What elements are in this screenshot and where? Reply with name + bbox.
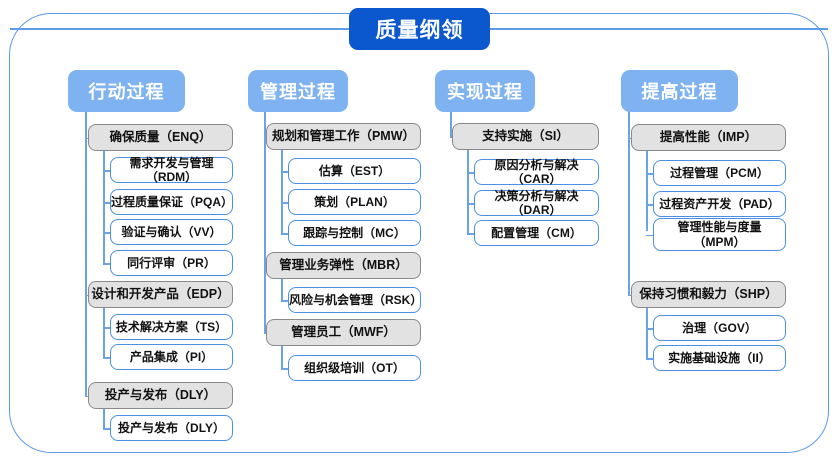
leaf-box-4-1-2[interactable]: 过程资产开发（PAD） <box>653 191 786 217</box>
leaf-box-2-1-2[interactable]: 策划（PLAN） <box>288 189 421 215</box>
trunk-line-col-3 <box>450 112 452 137</box>
connector-group-4-1 <box>628 137 631 140</box>
connector-leaf-4-2-2 <box>646 358 653 360</box>
connector-group-2-2 <box>264 265 266 268</box>
connector-leaf-4-2-1 <box>646 328 653 330</box>
connector-group-3-1 <box>450 136 452 139</box>
leaf-box-2-1-1[interactable]: 估算（EST） <box>288 158 421 184</box>
connector-leaf-1-1-1 <box>103 170 110 172</box>
sub-trunk-line-2-3 <box>281 346 283 368</box>
connector-leaf-3-1-2 <box>467 203 474 205</box>
leaf-box-1-1-3[interactable]: 验证与确认（VV） <box>110 219 233 245</box>
connector-leaf-3-1-1 <box>467 172 474 174</box>
sub-trunk-line-1-2 <box>103 308 105 357</box>
leaf-box-3-1-3[interactable]: 配置管理（CM） <box>474 220 599 246</box>
leaf-box-2-2-1[interactable]: 风险与机会管理（RSK） <box>288 287 422 313</box>
column-header-2[interactable]: 管理过程 <box>248 70 348 112</box>
group-box-2-1[interactable]: 规划和管理工作（PMW） <box>266 123 421 150</box>
leaf-box-1-3-1[interactable]: 投产与发布（DLY） <box>110 415 233 441</box>
leaf-box-4-1-3[interactable]: 管理性能与度量 （MPM） <box>653 218 786 251</box>
connector-leaf-1-2-2 <box>103 357 110 359</box>
leaf-box-2-1-3[interactable]: 跟踪与控制（MC） <box>288 220 421 246</box>
connector-leaf-2-1-3 <box>281 233 288 235</box>
group-box-1-1[interactable]: 确保质量（ENQ） <box>88 124 233 151</box>
group-box-4-2[interactable]: 保持习惯和毅力（SHP） <box>631 281 786 308</box>
connector-leaf-1-1-4 <box>103 263 110 265</box>
column-header-1[interactable]: 行动过程 <box>68 70 185 112</box>
connector-group-2-1 <box>264 136 266 139</box>
connector-leaf-2-2-1 <box>281 300 288 302</box>
leaf-box-1-2-2[interactable]: 产品集成（PI） <box>110 344 233 370</box>
connector-group-2-3 <box>264 332 266 335</box>
leaf-box-1-1-1[interactable]: 需求开发与管理（RDM） <box>110 156 233 184</box>
connector-leaf-1-3-1 <box>103 428 110 430</box>
connector-leaf-1-1-2 <box>103 202 110 204</box>
column-header-3[interactable]: 实现过程 <box>435 70 535 112</box>
group-box-3-1[interactable]: 支持实施（SI） <box>452 123 599 150</box>
connector-leaf-4-1-1 <box>646 173 653 175</box>
root-title: 质量纲领 <box>349 8 490 50</box>
trunk-line-col-4 <box>628 112 630 295</box>
leaf-box-1-2-1[interactable]: 技术解决方案（TS） <box>110 314 233 340</box>
column-header-4[interactable]: 提高过程 <box>621 70 738 112</box>
sub-trunk-line-1-1 <box>103 151 105 263</box>
leaf-box-4-2-1[interactable]: 治理（GOV） <box>653 315 786 341</box>
group-box-1-3[interactable]: 投产与发布（DLY） <box>88 382 233 409</box>
connector-group-1-1 <box>85 137 88 140</box>
connector-group-1-2 <box>85 294 88 297</box>
connector-group-1-3 <box>85 395 88 398</box>
connector-group-4-2 <box>628 294 631 297</box>
group-box-2-3[interactable]: 管理员工（MWF） <box>266 319 421 346</box>
leaf-box-4-1-1[interactable]: 过程管理（PCM） <box>653 160 786 186</box>
connector-leaf-4-1-2 <box>646 204 653 206</box>
connector-leaf-2-1-1 <box>281 171 288 173</box>
leaf-box-2-3-1[interactable]: 组织级培训（OT） <box>288 355 421 381</box>
connector-leaf-4-1-3 <box>646 234 653 237</box>
trunk-line-col-1 <box>85 112 87 396</box>
group-box-1-2[interactable]: 设计和开发产品（EDP） <box>88 281 233 308</box>
connector-leaf-2-1-2 <box>281 202 288 204</box>
sub-trunk-line-2-1 <box>281 150 283 233</box>
connector-leaf-2-3-1 <box>281 368 288 370</box>
group-box-4-1[interactable]: 提高性能（IMP） <box>631 124 786 151</box>
sub-trunk-line-1-3 <box>103 409 105 428</box>
leaf-box-1-1-4[interactable]: 同行评审（PR） <box>110 250 233 276</box>
group-box-2-2[interactable]: 管理业务弹性（MBR） <box>266 252 421 279</box>
connector-leaf-1-2-1 <box>103 327 110 329</box>
sub-trunk-line-4-2 <box>646 308 648 358</box>
leaf-box-1-1-2[interactable]: 过程质量保证（PQA） <box>110 189 233 215</box>
connector-leaf-3-1-3 <box>467 233 474 235</box>
leaf-box-3-1-2[interactable]: 决策分析与解决（DAR） <box>474 189 599 217</box>
sub-trunk-line-4-1 <box>646 151 648 231</box>
sub-trunk-line-3-1 <box>467 150 469 233</box>
sub-trunk-line-2-2 <box>281 279 283 300</box>
leaf-box-4-2-2[interactable]: 实施基础设施（II） <box>653 345 786 371</box>
trunk-line-col-2 <box>264 112 266 333</box>
connector-leaf-1-1-3 <box>103 232 110 234</box>
leaf-box-3-1-1[interactable]: 原因分析与解决（CAR） <box>474 158 599 186</box>
